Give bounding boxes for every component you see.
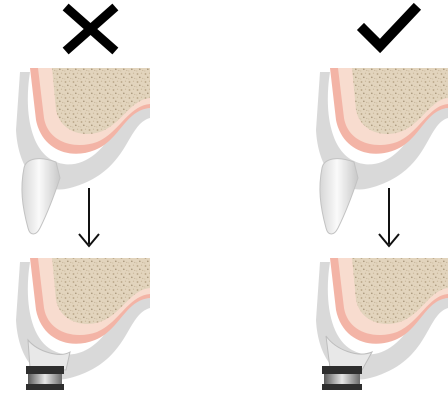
check-mark-icon xyxy=(364,10,414,46)
abutment-icon xyxy=(322,366,362,390)
implant-site-bottom-right xyxy=(316,258,448,390)
extraction-site-top-left xyxy=(16,68,150,234)
extraction-site-top-right xyxy=(316,68,448,234)
natural-tooth xyxy=(22,159,60,234)
natural-tooth xyxy=(320,159,358,234)
down-arrow-icon xyxy=(379,188,399,246)
implant-site-bottom-left xyxy=(16,258,150,390)
abutment-icon xyxy=(26,366,64,390)
cross-mark-icon xyxy=(69,10,112,48)
panel-incorrect xyxy=(16,10,150,390)
down-arrow-icon xyxy=(79,188,99,246)
panel-correct xyxy=(316,10,448,390)
